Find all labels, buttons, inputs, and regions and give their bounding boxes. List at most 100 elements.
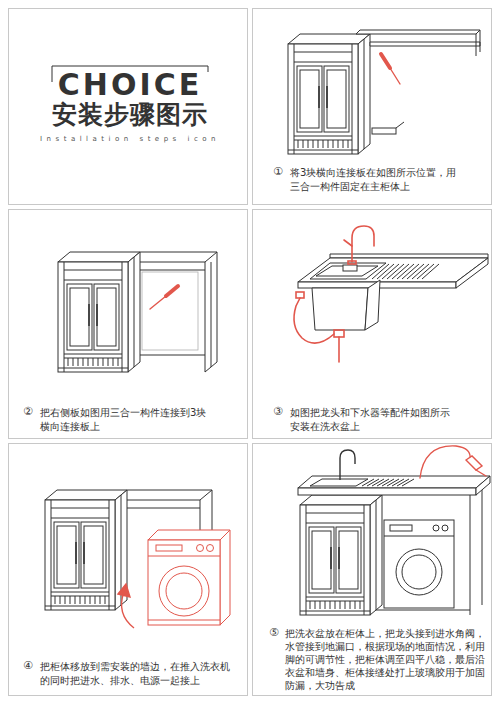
step4-drawing [148,540,220,625]
step4-drawing [159,566,209,616]
step5-drawing [310,479,368,486]
panel-grid [9,9,492,696]
step1-drawing [356,30,480,134]
step2-drawing [205,362,217,372]
step5-drawing [370,485,482,615]
step4-drawing [207,545,214,552]
cabinet-drawing [58,252,140,372]
step5-drawing [298,450,490,608]
step4-drawing [197,545,204,552]
step1-drawing [370,42,480,46]
panel-grid [253,444,492,696]
panel-grid [9,444,248,696]
step3-drawing [365,280,380,330]
step3-drawing [343,265,357,271]
panel-grid [253,210,492,439]
callout-number: ① [273,165,289,179]
step5-drawing [470,495,471,615]
step5-drawing [298,446,490,615]
step2-drawing [150,296,166,309]
step5-drawing [402,555,436,589]
step2-drawing [205,252,217,262]
step3-drawing [296,292,304,298]
cabinet-drawing [45,490,127,610]
heading-subtitle: 安装步骤图示 [30,100,230,130]
step4-drawing [118,584,130,597]
step5-drawing [420,446,470,478]
callout-number: ⑤ [269,626,285,639]
step1-drawing [381,54,390,68]
title-bracket [208,66,209,72]
step5-drawing [476,470,486,476]
step1-drawing [480,30,481,52]
step3-drawing [294,298,334,343]
cabinet-drawing [300,495,382,615]
callout-number: ③ [273,405,289,419]
step4-drawing [148,530,230,625]
step3-drawing [316,266,378,276]
step2-drawing [58,252,217,372]
step4-drawing [148,530,230,540]
heading-title: CHOICE [40,68,220,102]
step4-drawing [200,490,212,500]
step2-drawing [142,272,198,350]
step4-drawing [115,508,200,509]
step4-drawing [118,584,134,628]
step1-drawing [396,122,404,128]
step3-drawing [298,254,488,330]
step1-drawing [288,30,480,154]
step2-drawing [150,286,178,309]
step1-drawing [356,30,480,34]
step5-drawing [298,488,476,495]
cabinet-drawing [288,34,370,154]
step1-drawing [381,54,400,84]
step3-drawing [456,258,488,288]
step3-drawing [344,240,352,246]
step4-drawing [166,573,202,609]
callout-number: ④ [23,659,39,673]
panel-grid [9,9,248,205]
step-instruction: 把洗衣盆放在柜体上，把龙头接到进水角阀，水管接到地漏口，根据现场的地面情况，利用… [285,627,490,692]
step3-drawing [312,288,368,330]
step-instruction: 把柜体移放到需安装的墙边，在推入洗衣机的同时把进水、排水、电源一起接上 [40,660,234,688]
step5-drawing [396,549,442,595]
step5-drawing [384,520,454,608]
step3-drawing [334,330,344,337]
step4-drawing [148,620,220,621]
step5-drawing [466,456,482,470]
step3-drawing [352,226,374,262]
step5-drawing [384,536,454,537]
step3-drawing [372,264,439,279]
step5-drawing [442,525,448,531]
step-instruction: 将3块横向连接板在如图所示位置，用三合一构件固定在主柜体上 [290,166,462,194]
step1-drawing [476,34,477,56]
step5-drawing [420,446,486,478]
heading-english: Installation steps icon [20,134,240,144]
step3-drawing [338,337,340,362]
step5-drawing [340,450,355,480]
step4-drawing [156,545,182,551]
step3-drawing [330,254,488,258]
step2-drawing [211,262,212,367]
panel-grid [253,9,492,205]
step-instruction: 把右侧板如图用三合一构件连接到3块横向连接板上 [40,406,216,434]
step3-drawing [294,226,488,362]
step4-drawing [220,530,230,625]
step2-drawing [166,286,178,296]
step5-drawing [482,485,483,605]
step5-drawing [370,610,470,611]
step5-drawing [298,476,490,488]
step4-drawing [45,490,230,628]
step4-drawing [148,556,220,557]
panel-grid [9,210,248,439]
step2-drawing [128,252,217,372]
step4-drawing [122,592,134,628]
step3-drawing [298,258,488,282]
step5-drawing [476,476,490,495]
step-instruction: 如图把龙头和下水器等配件如图所示安装在洗衣盆上 [290,406,458,434]
step5-drawing [433,525,439,531]
step5-drawing [362,479,414,486]
callout-number: ② [23,405,39,419]
step5-drawing [390,525,412,531]
